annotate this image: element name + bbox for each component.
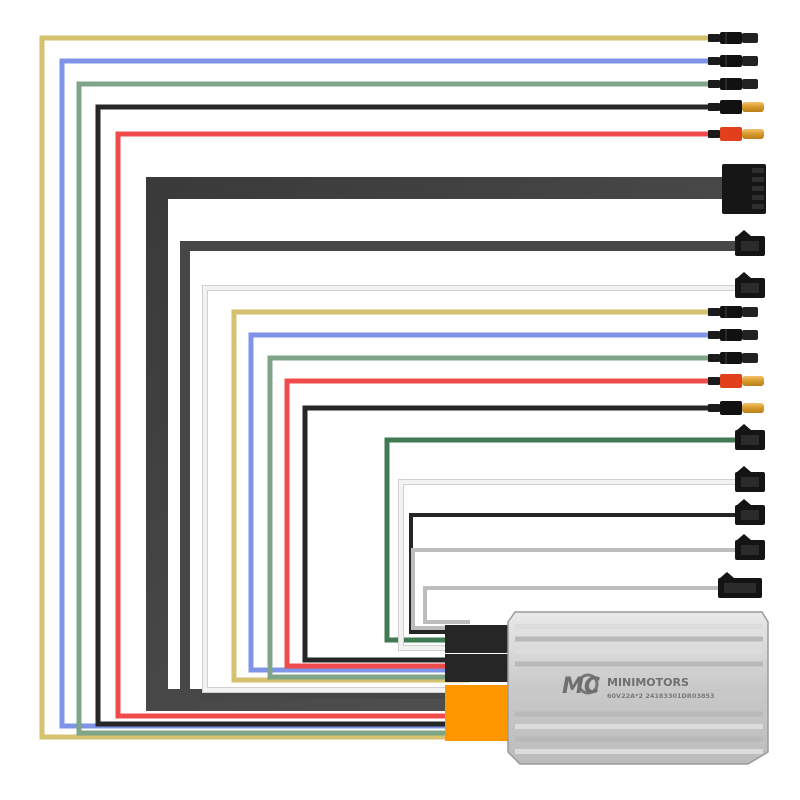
wire-gray-1 [180,241,735,699]
wire-white-2 [399,480,735,650]
wire-white-1-connector [735,272,765,298]
wire-sage-1-connector [708,78,758,90]
wire-gray-ribbon [146,177,722,711]
wire-black-3-connector [735,499,765,525]
wire-red-1-connector [708,127,764,141]
wire-black-1 [95,104,712,727]
wire-light-gray-2 [423,586,718,624]
wire-red-1 [115,131,712,719]
wire-gray-ribbon-connector [722,164,766,214]
wire-dark-green-connector [735,424,765,450]
wire-red-2-connector [708,374,764,388]
fin [515,661,763,667]
wire-blue-1-connector [708,55,758,67]
fin [515,624,763,629]
wire-black-2 [302,405,712,663]
fin [515,649,763,654]
wire-yellow-2 [231,309,712,683]
wire-white-2-connector [735,466,765,492]
wire-sleeves [445,625,515,741]
wire-sage-2-connector [708,352,758,364]
wire-white-1 [203,286,735,692]
gear-icon [577,673,599,695]
fin [515,636,763,642]
sleeve-orange-2 [445,713,515,741]
wire-dark-green [384,437,735,643]
wire-black-2-connector [708,401,764,415]
controller-box: MC MINIMOTORS 60V22A*2 24183301DR03853 [507,611,769,765]
housing-fins [515,624,763,754]
wire-yellow-1-connector [708,32,758,44]
sleeve-orange-1 [445,685,515,713]
wire-light-gray-2-connector [718,572,762,598]
wire-yellow-2-connector [708,306,758,318]
model-spec: 60V22A*2 24183301DR03853 [607,692,715,700]
brand-logo-mark: MC [562,674,600,699]
brand-logo: MC MINIMOTORS 60V22A*2 24183301DR03853 [562,673,715,700]
wire-blue-2 [248,332,712,673]
brand-name: MINIMOTORS [607,676,689,689]
wire-black-1-connector [708,100,764,114]
connector-group [708,32,766,598]
wire-blue-2-connector [708,329,758,341]
wire-harness [39,35,735,740]
wire-sage-2 [267,355,712,680]
wire-yellow-1 [39,35,712,740]
wire-light-gray [411,548,735,630]
wire-sage-1 [76,81,712,736]
sleeve-black-1 [445,625,515,653]
wire-red-2 [284,378,712,669]
sleeve-black-2 [445,654,515,682]
fin [515,724,763,729]
wire-light-gray-connector [735,534,765,560]
fin [515,736,763,742]
wire-gray-1-connector [735,230,765,256]
fin [515,711,763,717]
fin [515,749,763,754]
